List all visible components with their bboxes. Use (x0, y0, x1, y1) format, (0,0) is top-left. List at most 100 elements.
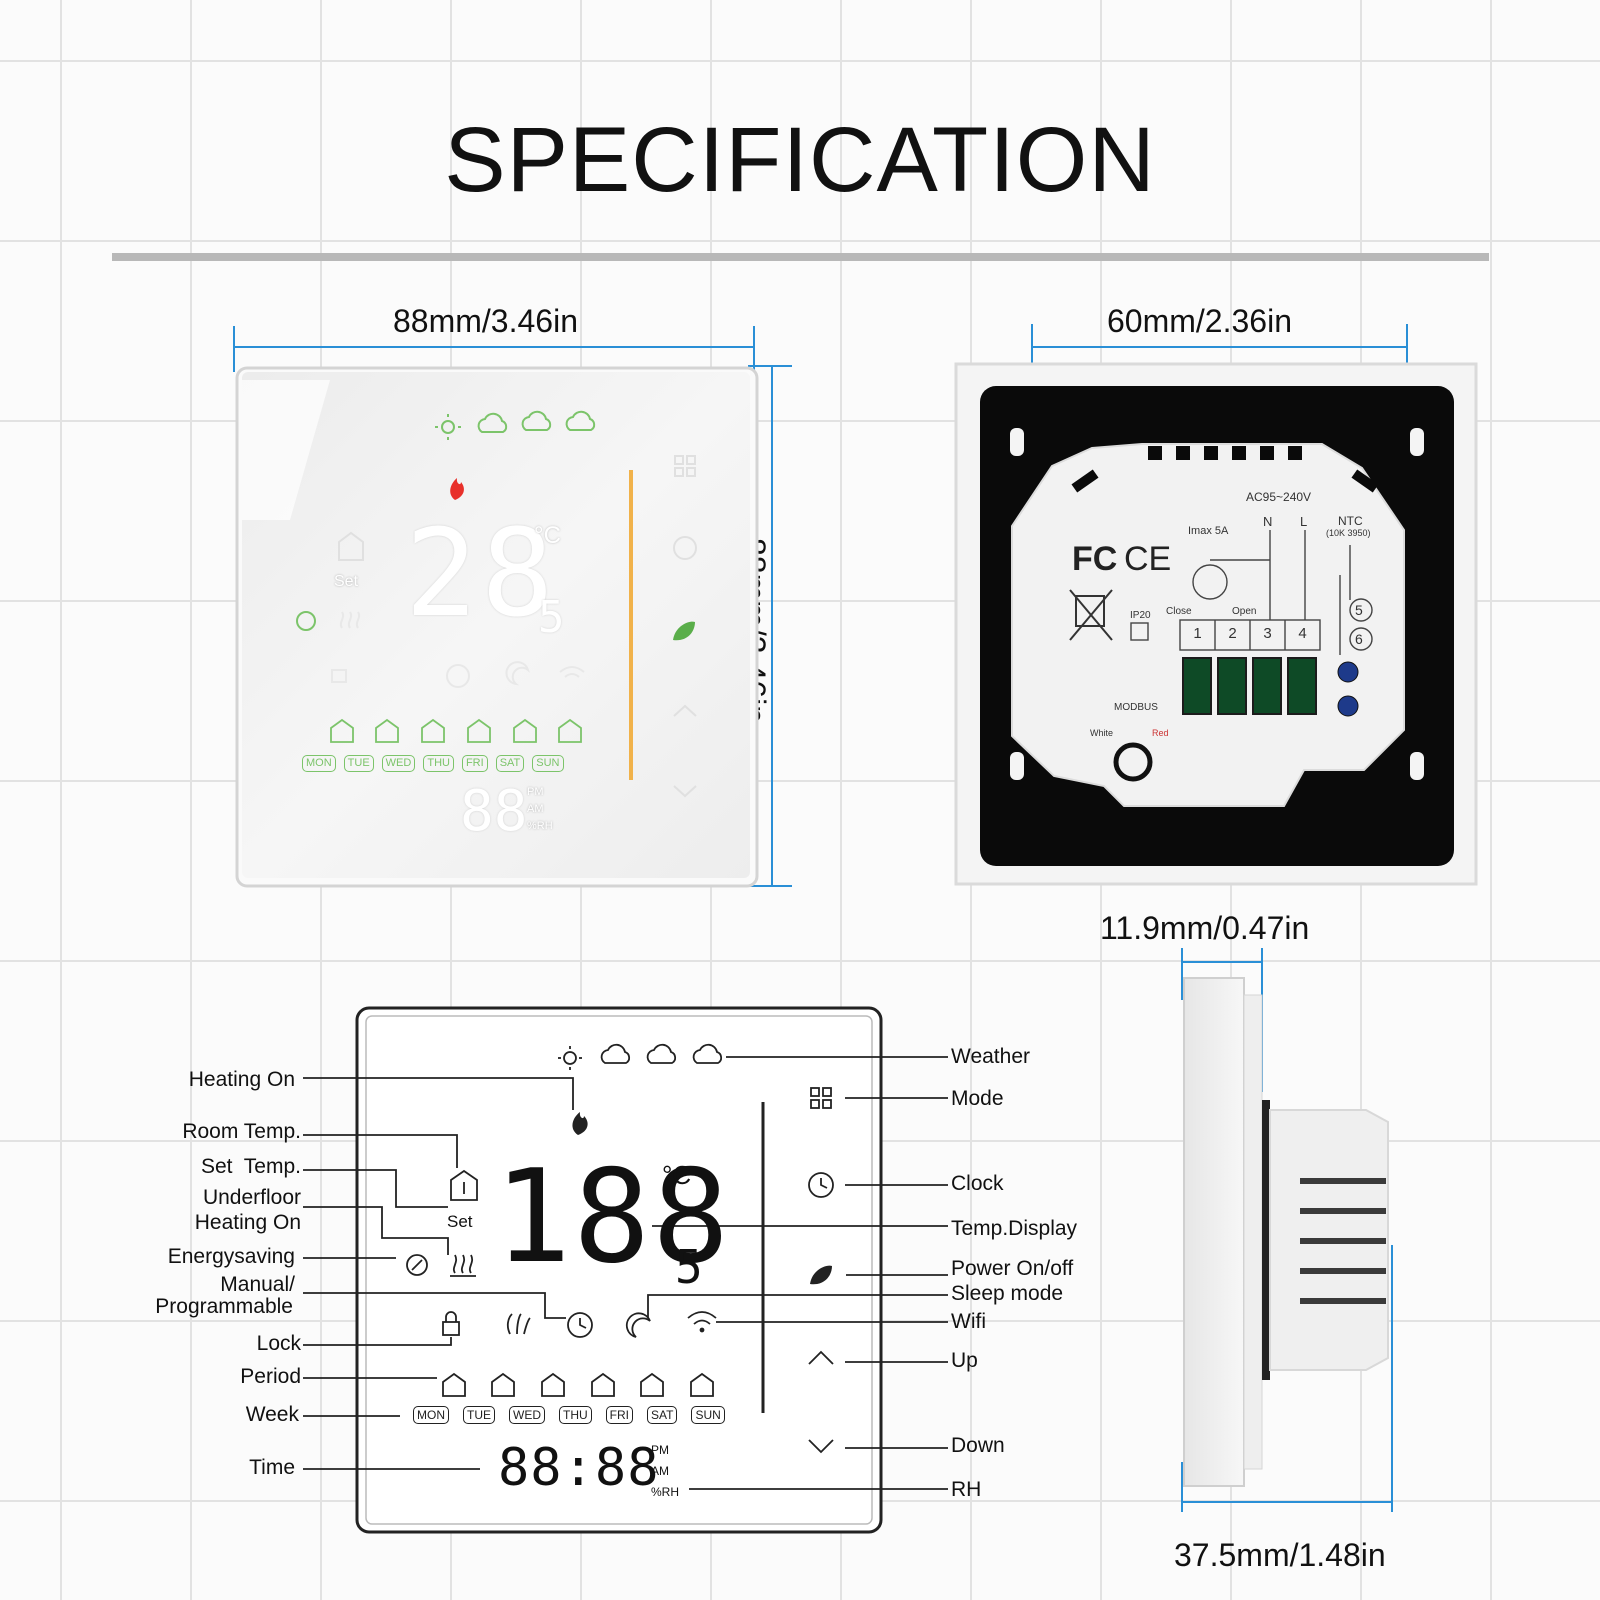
side-plate-depth-label: 11.9mm/0.47in (1100, 910, 1310, 946)
diagram-temperature: 188 (494, 1143, 732, 1292)
down-icon (808, 1439, 834, 1454)
modbus-label: MODBUS (1114, 702, 1158, 713)
front-time: 88 (460, 779, 528, 844)
callout-period: Period (240, 1365, 301, 1388)
wifi-icon (687, 1311, 717, 1325)
clock-icon (808, 1172, 834, 1198)
front-energysaving-icon (296, 611, 316, 631)
front-period-icons (330, 718, 582, 743)
callout-set-temp: Set Temp. (201, 1155, 301, 1178)
callout-rh: RH (951, 1478, 982, 1501)
front-set-label: Set (334, 573, 359, 590)
callout-lock: Lock (256, 1332, 301, 1355)
day-badge-thu: THU (559, 1406, 592, 1424)
front-pm-label: PM (527, 786, 544, 798)
up-icon (808, 1350, 834, 1365)
fc-mark: FC (1072, 540, 1118, 578)
day-badge-mon: MON (413, 1406, 449, 1424)
imax-label: Imax 5A (1188, 525, 1229, 537)
day-badge-sat: SAT (495, 755, 525, 772)
flame-icon (572, 1112, 588, 1135)
day-badge-sun: SUN (691, 1406, 725, 1424)
front-width-label: 88mm/3.46in (393, 303, 578, 339)
callout-heating-on: Heating On (188, 1068, 295, 1091)
diagram-pm-label: PM (651, 1443, 669, 1457)
front-wifi-icon (559, 666, 585, 678)
day-badge-mon: MON (302, 755, 336, 772)
voltage-label: AC95~240V (1246, 490, 1312, 504)
underfloor-heating-icon (450, 1254, 476, 1277)
ce-mark: CE (1124, 540, 1172, 578)
front-rh-label: %RH (527, 820, 553, 832)
callout-down: Down (951, 1434, 1005, 1457)
manual-icon (506, 1313, 531, 1335)
diagram-rh-label: %RH (651, 1485, 680, 1499)
day-badge-thu: THU (423, 755, 454, 772)
front-up-icon (673, 704, 697, 717)
front-am-label: AM (527, 803, 544, 815)
callout-underfloor-line2: Heating On (194, 1211, 301, 1234)
page-title: SPECIFICATION (444, 109, 1156, 211)
back-width-label: 60mm/2.36in (1107, 303, 1292, 339)
n-label: N (1263, 514, 1273, 529)
front-sleep-icon (505, 661, 530, 686)
terminal-number-4: 4 (1298, 625, 1307, 642)
terminal-blocks (1182, 657, 1359, 717)
ntc-spec-label: (10K 3950) (1326, 528, 1371, 538)
front-down-icon (673, 785, 697, 798)
front-weather-icons (435, 410, 596, 440)
weee-icon (1069, 589, 1113, 641)
leader-lines (303, 1056, 948, 1490)
front-lock-icon (331, 669, 347, 683)
front-temperature-decimal: 5 (538, 592, 565, 643)
front-temperature: 28 (405, 505, 558, 644)
open-label: Open (1232, 606, 1257, 617)
front-room-temp-icon (338, 531, 364, 561)
callout-wifi: Wifi (951, 1310, 986, 1333)
l-label: L (1300, 514, 1308, 529)
front-unit: °C (534, 522, 561, 549)
leaf-icon (810, 1265, 832, 1285)
modbus-red-label: Red (1152, 728, 1169, 738)
modbus-white-label: White (1090, 728, 1114, 738)
diagram-am-label: AM (651, 1464, 669, 1478)
front-mode-icon (674, 455, 696, 477)
callout-time: Time (249, 1456, 295, 1479)
callout-temp-display: Temp.Display (951, 1217, 1078, 1240)
callout-manual-line2: Programmable (155, 1295, 293, 1318)
programmable-clock-icon (567, 1312, 593, 1338)
day-badge-sat: SAT (647, 1406, 678, 1424)
diagram-temperature-decimal: 5 (675, 1240, 703, 1294)
title-divider (112, 253, 1489, 261)
callout-week: Week (245, 1403, 299, 1426)
front-clock-icon (673, 536, 697, 560)
period-icons (442, 1372, 714, 1397)
diagram-unit: °C (662, 1160, 692, 1190)
callout-energysaving: Energysaving (167, 1245, 295, 1268)
ntc-label: NTC (1338, 514, 1363, 528)
terminal-number-1: 1 (1193, 625, 1202, 642)
energysaving-icon (406, 1254, 428, 1276)
side-total-depth-label: 37.5mm/1.48in (1174, 1537, 1386, 1573)
mode-icon (810, 1087, 832, 1109)
callout-sleep-mode: Sleep mode (951, 1282, 1064, 1305)
day-badge-tue: TUE (463, 1406, 495, 1424)
callout-mode: Mode (951, 1087, 1004, 1110)
front-flame-icon (450, 478, 464, 500)
callout-underfloor-line1: Underfloor (202, 1186, 301, 1209)
callout-clock: Clock (951, 1172, 1004, 1195)
callout-power: Power On/off (951, 1257, 1074, 1280)
ntc-terminal-6: 6 (1355, 631, 1363, 647)
lock-icon (442, 1311, 460, 1336)
weather-icons (558, 1043, 723, 1070)
diagram-set-label: Set (447, 1212, 473, 1231)
day-badge-sun: SUN (532, 755, 564, 772)
callout-weather: Weather (951, 1045, 1030, 1068)
ntc-terminal-5: 5 (1355, 602, 1363, 618)
front-leaf-icon (673, 621, 695, 641)
